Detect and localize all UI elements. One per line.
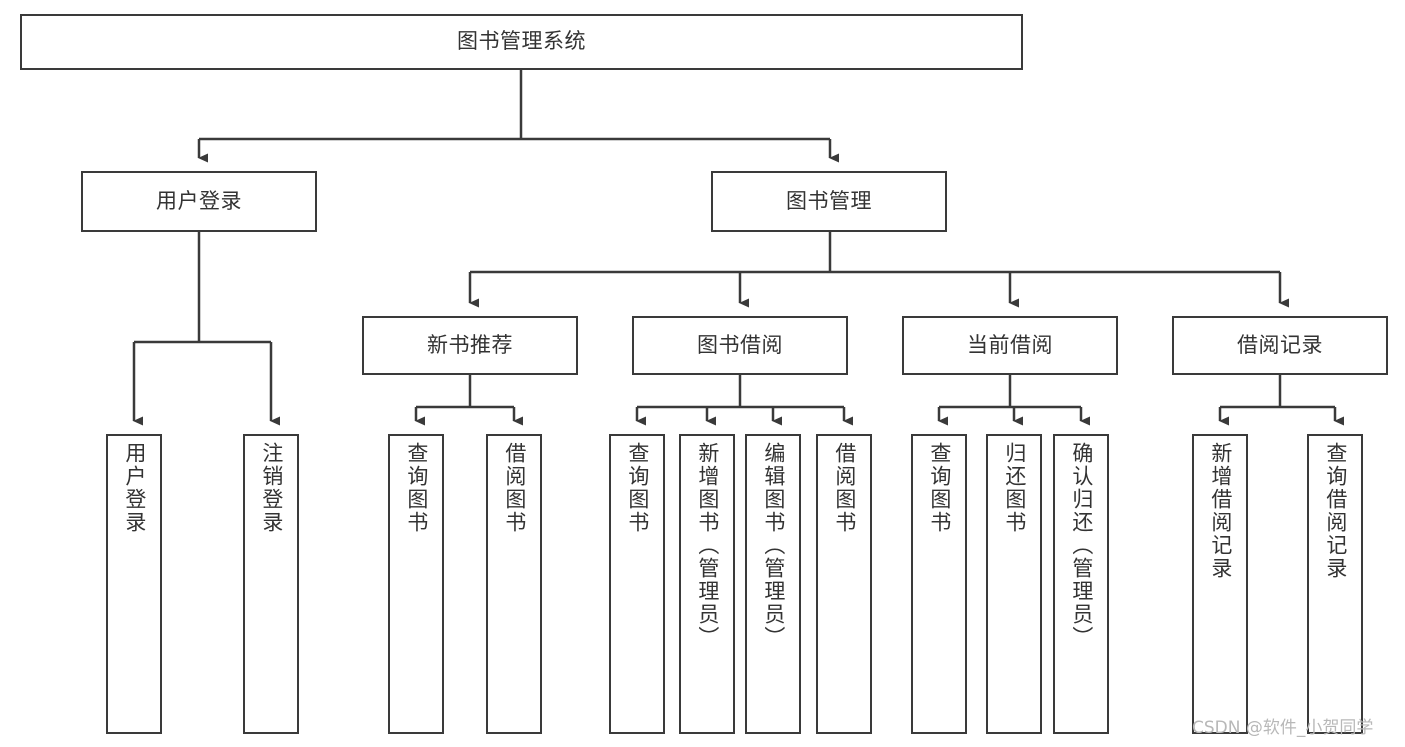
node-leaf-borrow-book-2[interactable]: 借阅图书 bbox=[816, 434, 872, 734]
node-user-login[interactable]: 用户登录 bbox=[81, 171, 317, 232]
node-label: 查询图书 bbox=[625, 442, 650, 534]
csdn-watermark: CSDN @软件_小贺同学 bbox=[1192, 718, 1374, 738]
node-leaf-confirm-return-admin[interactable]: 确认归还（管理员） bbox=[1053, 434, 1109, 734]
node-leaf-return-book[interactable]: 归还图书 bbox=[986, 434, 1042, 734]
node-leaf-logout-login[interactable]: 注销登录 bbox=[243, 434, 299, 734]
node-label: 编辑图书（管理员） bbox=[761, 442, 786, 649]
node-new-book-recommend[interactable]: 新书推荐 bbox=[362, 316, 578, 375]
node-label: 用户登录 bbox=[156, 188, 242, 213]
node-label: 借阅图书 bbox=[832, 442, 857, 534]
node-label: 当前借阅 bbox=[967, 332, 1053, 357]
node-label: 图书管理 bbox=[786, 188, 872, 213]
node-label: 查询图书 bbox=[404, 442, 429, 534]
node-label: 借阅记录 bbox=[1237, 332, 1323, 357]
node-leaf-user-login[interactable]: 用户登录 bbox=[106, 434, 162, 734]
node-book-borrow[interactable]: 图书借阅 bbox=[632, 316, 848, 375]
node-label: 注销登录 bbox=[259, 442, 284, 534]
node-leaf-add-borrow-record[interactable]: 新增借阅记录 bbox=[1192, 434, 1248, 734]
node-leaf-edit-book-admin[interactable]: 编辑图书（管理员） bbox=[745, 434, 801, 734]
node-borrow-record[interactable]: 借阅记录 bbox=[1172, 316, 1388, 375]
node-label: 图书管理系统 bbox=[457, 29, 586, 54]
node-label: 确认归还（管理员） bbox=[1069, 442, 1094, 649]
node-label: 归还图书 bbox=[1002, 442, 1027, 534]
node-book-manage[interactable]: 图书管理 bbox=[711, 171, 947, 232]
node-label: 新增图书（管理员） bbox=[695, 442, 720, 649]
node-label: 新增借阅记录 bbox=[1208, 442, 1233, 580]
node-label: 借阅图书 bbox=[502, 442, 527, 534]
node-label: 新书推荐 bbox=[427, 332, 513, 357]
node-label: 图书借阅 bbox=[697, 332, 783, 357]
node-leaf-query-book-1[interactable]: 查询图书 bbox=[388, 434, 444, 734]
node-label: 查询借阅记录 bbox=[1323, 442, 1348, 580]
node-label: 用户登录 bbox=[122, 442, 147, 534]
node-root-system[interactable]: 图书管理系统 bbox=[20, 14, 1023, 70]
node-leaf-query-book-3[interactable]: 查询图书 bbox=[911, 434, 967, 734]
node-leaf-query-borrow-record[interactable]: 查询借阅记录 bbox=[1307, 434, 1363, 734]
node-current-borrow[interactable]: 当前借阅 bbox=[902, 316, 1118, 375]
node-leaf-query-book-2[interactable]: 查询图书 bbox=[609, 434, 665, 734]
node-leaf-add-book-admin[interactable]: 新增图书（管理员） bbox=[679, 434, 735, 734]
node-leaf-borrow-book-1[interactable]: 借阅图书 bbox=[486, 434, 542, 734]
node-label: 查询图书 bbox=[927, 442, 952, 534]
